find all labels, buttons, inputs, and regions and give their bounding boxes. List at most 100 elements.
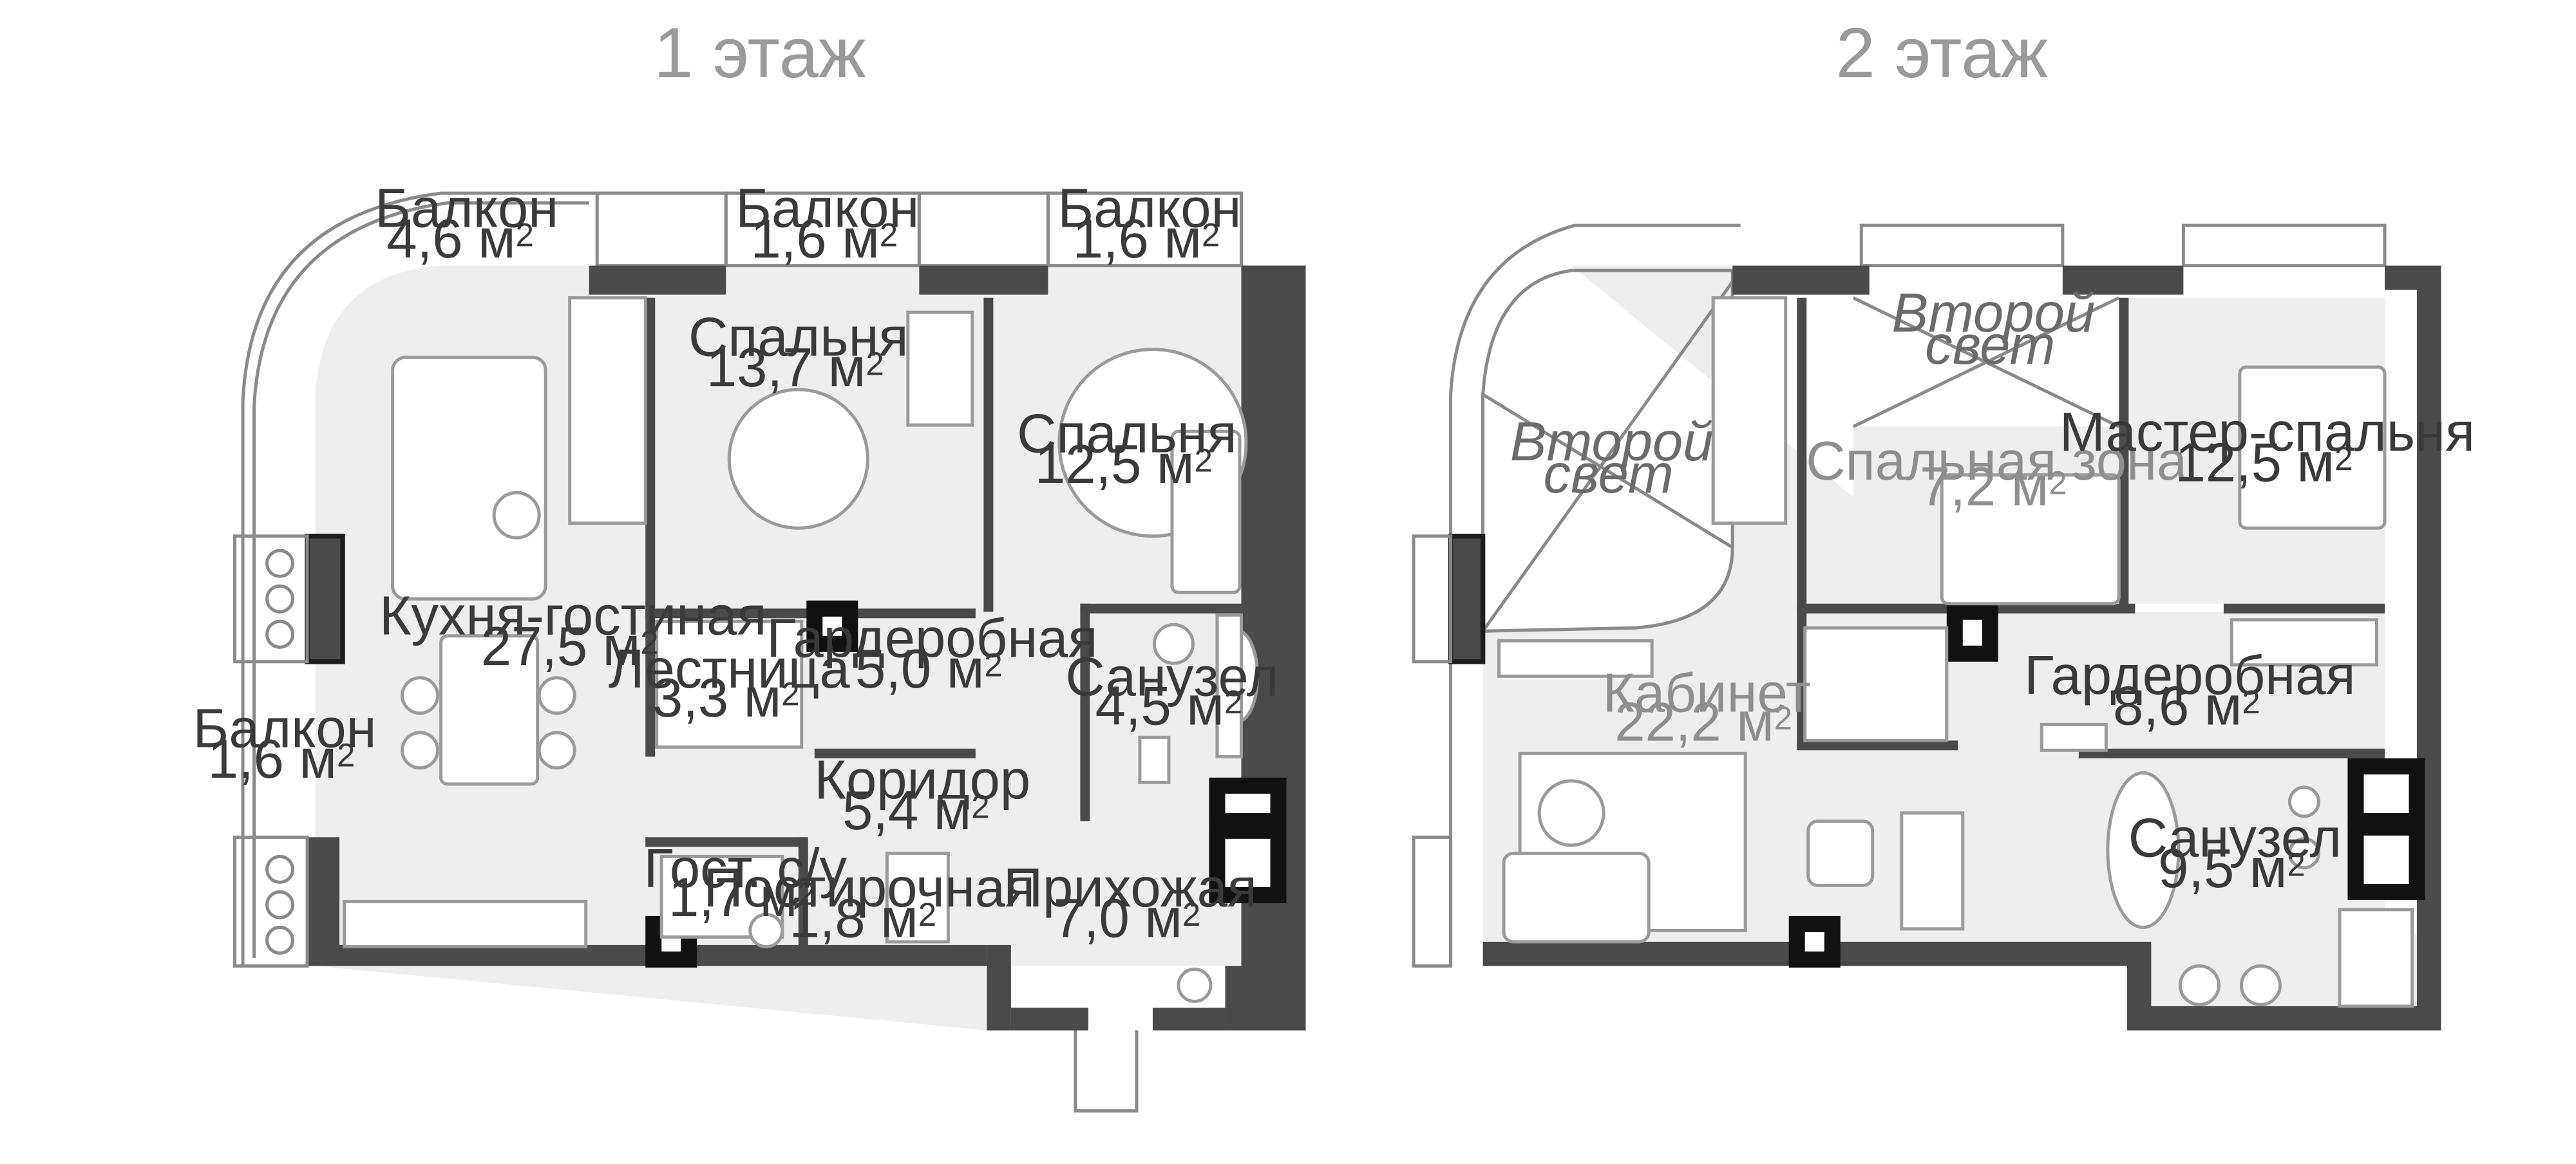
floor1-dining-table xyxy=(439,634,540,786)
room-area: 1,7 м xyxy=(668,867,797,928)
room-area: 9,5 м xyxy=(2158,838,2287,899)
svg-text:12,5 м2: 12,5 м2 xyxy=(2175,433,2353,494)
room-name: Балкон xyxy=(193,698,377,759)
room-name: Спальня xyxy=(688,307,909,368)
floor2-bed xyxy=(1940,473,2121,606)
floor1-sofa xyxy=(391,355,547,601)
floor2-void-label: Второй свет xyxy=(1891,283,2095,376)
room-area: 7,0 м xyxy=(1054,888,1182,949)
room-area: 3,3 м xyxy=(652,668,781,729)
floor1-room-label: Лестница 3,3 м2 xyxy=(609,639,851,729)
room-name: Прихожая xyxy=(1003,858,1257,919)
floor1-round-rug xyxy=(727,388,869,530)
room-name: Балкон xyxy=(1057,178,1241,239)
svg-text:8,6 м2: 8,6 м2 xyxy=(2113,675,2260,737)
floor2-plan xyxy=(1412,223,2441,1031)
room-area: 4,5 м xyxy=(1095,675,1224,737)
floor1-stair xyxy=(568,296,647,525)
floor1-window-2 xyxy=(917,191,1050,268)
room-name: Балкон xyxy=(375,178,558,239)
svg-text:3,3 м2: 3,3 м2 xyxy=(652,668,800,729)
room-area: 4,6 м xyxy=(386,209,515,270)
floor1-plan xyxy=(233,191,1306,1112)
room-name: Гардеробная xyxy=(2024,645,2355,706)
floor1-room-label: Постирочная 1,8 м2 xyxy=(704,858,1036,950)
floor1-window-1 xyxy=(595,191,728,268)
floor1-column-left xyxy=(305,533,345,664)
room-area: 12,5 м xyxy=(1035,434,1195,495)
room-name: Санузел xyxy=(1065,646,1278,708)
svg-text:7,2 м2: 7,2 м2 xyxy=(1920,456,2067,518)
room-name: Кабинет xyxy=(1603,662,1811,724)
floor1-room-label: Балкон 1,6 м2 xyxy=(735,178,919,270)
floor1-room-label: Гост. с/у 1,7 м2 xyxy=(644,838,848,928)
floor1-room-label: Коридор 5,4 м2 xyxy=(814,749,1030,841)
floor1-room-label: Спальня 12,5 м2 xyxy=(1017,404,1237,496)
svg-text:1,8 м2: 1,8 м2 xyxy=(789,888,936,949)
floor2-desk xyxy=(1900,811,1965,931)
svg-text:9,5 м2: 9,5 м2 xyxy=(2158,838,2306,899)
floor2-room-label: Гардеробная 8,6 м2 xyxy=(2024,645,2355,737)
floor1-spiral-stair xyxy=(655,619,804,749)
svg-text:4,6 м2: 4,6 м2 xyxy=(386,209,534,270)
room-name: Постирочная xyxy=(704,858,1036,919)
floor1-room-label: Спальня 13,7 м2 xyxy=(688,307,909,399)
room-area: 12,5 м xyxy=(2175,433,2334,494)
room-area: 8,6 м xyxy=(2113,675,2242,737)
room-name: Мастер-спальня xyxy=(2060,402,2475,463)
svg-text:свет: свет xyxy=(1925,315,2055,376)
svg-text:Второй: Второй xyxy=(1510,411,1714,473)
svg-text:7,0 м2: 7,0 м2 xyxy=(1054,888,1201,949)
floor1-room-label: Балкон 1,6 м2 xyxy=(193,698,377,790)
room-area: 1,8 м xyxy=(789,888,918,949)
floor2-sofa xyxy=(1502,851,1651,944)
room-name: Санузел xyxy=(2128,807,2342,868)
room-area: 22,2 м xyxy=(1615,691,1774,753)
svg-text:1,6 м2: 1,6 м2 xyxy=(1073,209,1220,270)
floor1-room-label: Кухня-гостиная 27,5 м2 xyxy=(379,585,766,677)
svg-text:1,6 м2: 1,6 м2 xyxy=(208,729,355,790)
svg-text:Второй: Второй xyxy=(1891,283,2095,344)
room-name: Лестница xyxy=(609,639,851,700)
floor1-room-label: Санузел 4,5 м2 xyxy=(1065,646,1278,737)
room-area: 27,5 м xyxy=(481,616,641,677)
svg-text:4,5 м2: 4,5 м2 xyxy=(1095,675,1243,737)
room-name: Балкон xyxy=(735,178,919,239)
floor2-room-label: Спальная зона 7,2 м2 xyxy=(1806,431,2188,518)
room-area: 1,6 м xyxy=(1073,209,1202,270)
svg-text:свет: свет xyxy=(1544,444,1674,505)
floor1-wall-seg xyxy=(589,265,726,295)
floor2-room-label: Мастер-спальня 12,5 м2 xyxy=(2060,402,2475,494)
room-name: Спальная зона xyxy=(1806,431,2188,492)
room-area: 5,4 м xyxy=(842,780,971,841)
svg-text:5,4 м2: 5,4 м2 xyxy=(842,780,990,841)
svg-text:12,5 м2: 12,5 м2 xyxy=(1035,434,1213,495)
svg-text:27,5 м2: 27,5 м2 xyxy=(481,616,659,677)
floor1-room-label: Прихожая 7,0 м2 xyxy=(1003,858,1257,950)
floor1-room-label: Гардеробная 5,0 м2 xyxy=(766,608,1097,700)
room-name: Коридор xyxy=(814,749,1030,811)
floor2-master-bed xyxy=(2238,365,2387,530)
floor2-room-label: Кабинет 22,2 м2 xyxy=(1603,662,1811,753)
floor2-spiral-stair xyxy=(1803,626,1949,742)
room-name: Гардеробная xyxy=(766,608,1097,669)
room-area: 5,0 м xyxy=(855,639,984,700)
svg-text:1,6 м2: 1,6 м2 xyxy=(750,209,898,270)
room-area: 1,6 м xyxy=(208,729,337,790)
svg-text:13,7 м2: 13,7 м2 xyxy=(706,337,884,399)
svg-text:22,2 м2: 22,2 м2 xyxy=(1615,691,1792,753)
floor2-void-label: Второй свет xyxy=(1510,411,1714,505)
room-area: 1,6 м xyxy=(750,209,879,270)
floor2-title: 2 этаж xyxy=(1836,14,2049,93)
floor1-room-label: Балкон 4,6 м2 xyxy=(375,178,558,270)
room-name: Гост. с/у xyxy=(644,838,848,899)
room-area: 13,7 м xyxy=(706,337,866,399)
svg-text:5,0 м2: 5,0 м2 xyxy=(855,639,1003,700)
room-name: Кухня-гостиная xyxy=(379,585,766,646)
floor2-shelf xyxy=(1497,639,1654,678)
room-area: 7,2 м xyxy=(1920,456,2049,518)
floor1-room-label: Балкон 1,6 м2 xyxy=(1057,178,1241,270)
floor1-title: 1 этаж xyxy=(654,14,866,93)
svg-text:1,7 м2: 1,7 м2 xyxy=(668,867,816,928)
